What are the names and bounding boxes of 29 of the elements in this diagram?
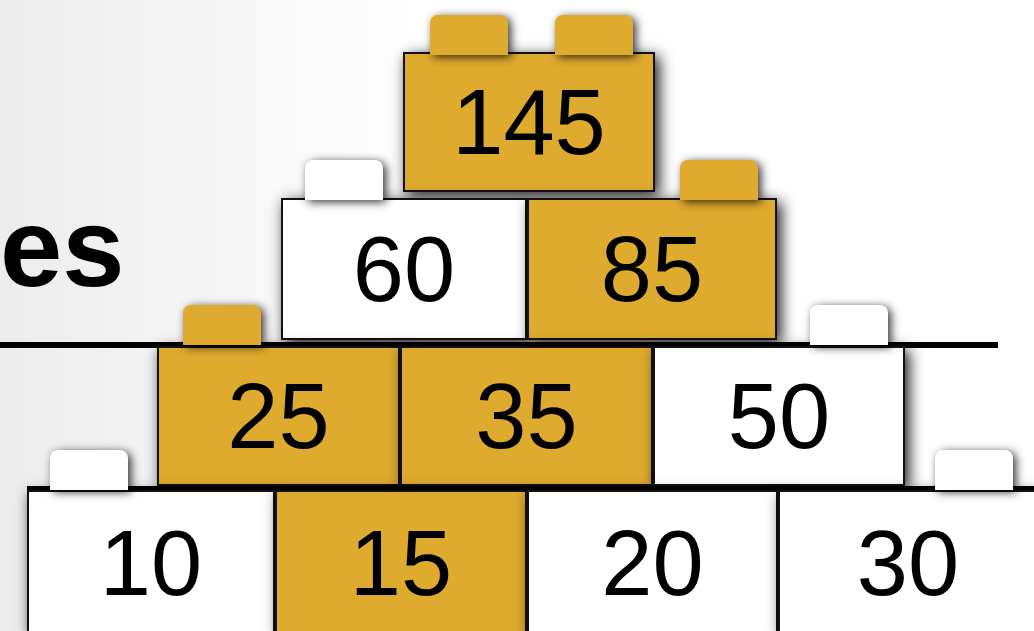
brick-number: 20 bbox=[601, 516, 704, 609]
brick-number: 15 bbox=[349, 516, 453, 609]
number-brick bbox=[400, 346, 653, 486]
number-brick bbox=[778, 490, 1034, 631]
number-brick bbox=[403, 52, 655, 192]
number-brick bbox=[27, 490, 275, 631]
brick-number: 85 bbox=[600, 223, 704, 315]
brick-stud bbox=[935, 450, 1013, 490]
number-brick bbox=[157, 346, 400, 486]
brick-number: 25 bbox=[227, 370, 330, 462]
brick-stud bbox=[555, 15, 633, 55]
brick-stud bbox=[305, 160, 383, 200]
brick-number: 10 bbox=[99, 516, 203, 609]
brick-stud bbox=[430, 15, 508, 55]
number-brick bbox=[527, 490, 778, 631]
brick-stud bbox=[680, 160, 758, 200]
brick-number: 60 bbox=[352, 223, 456, 315]
number-brick bbox=[653, 346, 905, 486]
brick-stud bbox=[810, 305, 888, 345]
brick-stud bbox=[183, 305, 261, 345]
brick-number: 145 bbox=[452, 76, 606, 168]
brick-number: 30 bbox=[856, 516, 960, 609]
brick-number: 35 bbox=[475, 370, 578, 462]
number-brick bbox=[281, 198, 527, 340]
heading-fragment: es bbox=[0, 192, 125, 304]
number-brick bbox=[275, 490, 527, 631]
number-brick bbox=[527, 198, 777, 340]
brick-number: 50 bbox=[727, 370, 831, 462]
brick-stud bbox=[50, 450, 128, 490]
